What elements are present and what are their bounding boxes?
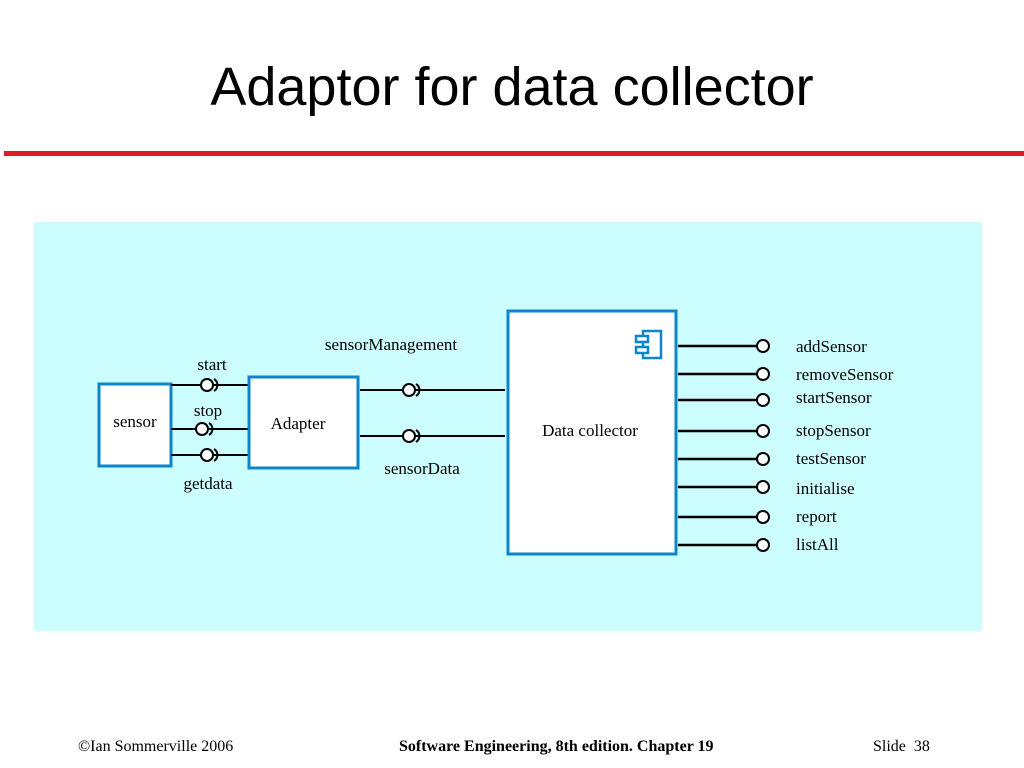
- footer-slide-value: 38: [913, 738, 930, 755]
- adapter-port-sensor-data: [360, 429, 505, 443]
- interface-label-stop: stop: [194, 401, 222, 420]
- operation-label: report: [796, 507, 837, 526]
- uml-component-icon: [634, 329, 663, 360]
- interface-label-start: start: [197, 355, 227, 374]
- sensor-port-getdata: [171, 448, 249, 462]
- sensor-port-stop: [171, 422, 249, 436]
- operation-label: startSensor: [796, 388, 872, 407]
- operation-7: listAll: [678, 535, 839, 554]
- title-rule: [4, 151, 1024, 156]
- diagram-panel: sensor start stop getdata Adapter: [34, 222, 982, 631]
- operation-1: removeSensor: [678, 365, 894, 384]
- sensor-port-start: [171, 378, 249, 392]
- adapter-port-sensor-management: [360, 383, 505, 397]
- footer-slide-number: Slide 38: [873, 738, 930, 756]
- footer-copyright: ©Ian Sommerville 2006: [78, 738, 234, 755]
- operation-label: addSensor: [796, 337, 867, 356]
- interface-label-getdata: getdata: [183, 474, 233, 493]
- collector-operations: addSensor removeSensor startSensor stopSens…: [678, 337, 894, 554]
- operation-label: testSensor: [796, 449, 866, 468]
- operation-6: report: [678, 507, 837, 526]
- interface-label-sensor-data: sensorData: [384, 459, 460, 478]
- operation-label: initialise: [796, 479, 855, 498]
- operation-label: removeSensor: [796, 365, 894, 384]
- operation-lollipop: [756, 480, 770, 494]
- adapter-box: [247, 375, 360, 470]
- sensor-label: sensor: [113, 412, 157, 431]
- footer-book-title: Software Engineering, 8th edition. Chapt…: [399, 738, 714, 755]
- sensor-box: [97, 382, 173, 468]
- operation-4: testSensor: [678, 449, 866, 468]
- operation-5: initialise: [678, 479, 855, 498]
- operation-lollipop: [756, 510, 770, 524]
- data-collector-label: Data collector: [542, 421, 638, 440]
- slide-title: Adaptor for data collector: [210, 57, 814, 117]
- operation-lollipop: [756, 393, 770, 407]
- operation-2: startSensor: [678, 388, 872, 407]
- operation-lollipop: [756, 452, 770, 466]
- operation-label: listAll: [796, 535, 839, 554]
- diagram-canvas: sensor start stop getdata Adapter: [34, 222, 982, 631]
- operation-lollipop: [756, 538, 770, 552]
- operation-lollipop: [756, 424, 770, 438]
- adapter-label: Adapter: [271, 414, 326, 433]
- operation-lollipop: [756, 367, 770, 381]
- operation-lollipop: [756, 339, 770, 353]
- operation-label: stopSensor: [796, 421, 871, 440]
- operation-0: addSensor: [678, 337, 867, 356]
- footer-slide-label: Slide: [873, 738, 906, 755]
- operation-3: stopSensor: [678, 421, 871, 440]
- interface-label-sensor-management: sensorManagement: [325, 335, 457, 354]
